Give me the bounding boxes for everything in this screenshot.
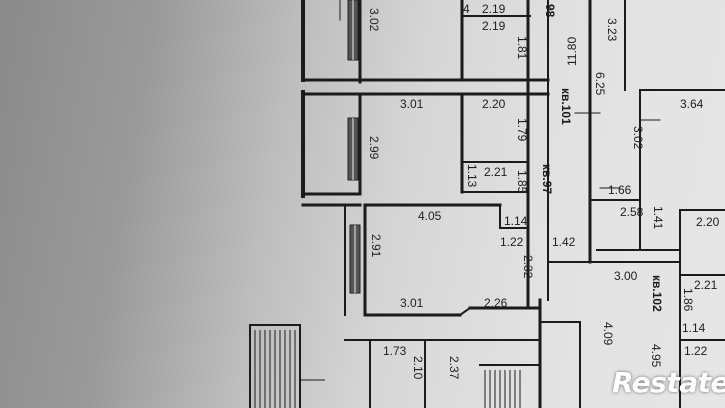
apartment-label-97: кв.97: [540, 164, 554, 195]
dimension-label: 1.22: [500, 235, 524, 249]
dimension-label: 1.14: [682, 321, 706, 335]
dimension-label: 1.81: [515, 36, 529, 60]
apartment-label-98: 98: [543, 4, 557, 18]
dimension-label: 2.21: [694, 278, 718, 292]
dimension-label: 1.66: [608, 183, 632, 197]
dimension-label: 3.02: [631, 126, 645, 150]
dimension-label: 2.21: [484, 165, 508, 179]
apartment-label-101: кв.101: [559, 88, 573, 125]
dimension-label: 2.19: [482, 2, 506, 16]
dimension-label: 1.85: [515, 170, 529, 194]
dimension-label: 3.01: [400, 97, 424, 111]
dimension-label: 2.99: [367, 136, 381, 160]
dimension-label: 2.20: [696, 215, 720, 229]
dimension-label: 6.25: [593, 72, 607, 96]
dimension-label: 1.41: [651, 206, 665, 230]
dimension-label: 2.19: [482, 19, 506, 33]
dimension-label: 2.58: [620, 205, 644, 219]
dimension-label: 1.22: [684, 344, 708, 358]
dimension-label: 4.09: [601, 322, 615, 346]
dimension-label: 2.10: [411, 356, 425, 380]
dimension-label: 1.73: [383, 344, 407, 358]
dimension-label: 3.02: [367, 8, 381, 32]
apartment-label-102: кв.102: [650, 275, 664, 312]
dimension-label: 2.32: [521, 255, 535, 279]
dimension-label: 2.37: [447, 356, 461, 380]
dimension-label: 1.86: [681, 288, 695, 312]
dimension-label: 11.80: [565, 36, 579, 66]
dimension-label: 4.95: [649, 344, 663, 368]
dimension-label: 3.23: [605, 18, 619, 42]
dimension-label: 2.26: [484, 296, 508, 310]
dimension-label: 3.00: [614, 269, 638, 283]
dimension-label: 4.05: [418, 209, 442, 223]
dimension-label: 1.42: [552, 235, 576, 249]
dimension-label: 2.91: [369, 234, 383, 258]
dimension-label: 4: [463, 2, 470, 16]
dimension-label: 2.20: [482, 97, 506, 111]
dimension-label: 3.01: [400, 296, 424, 310]
dimension-label: 1.13: [465, 164, 479, 188]
dimension-label: 1.79: [515, 118, 529, 142]
dimension-label: 3.64: [680, 97, 704, 111]
restate-logo-watermark: Restate: [612, 366, 725, 399]
dimension-label: 1.14: [504, 214, 528, 228]
